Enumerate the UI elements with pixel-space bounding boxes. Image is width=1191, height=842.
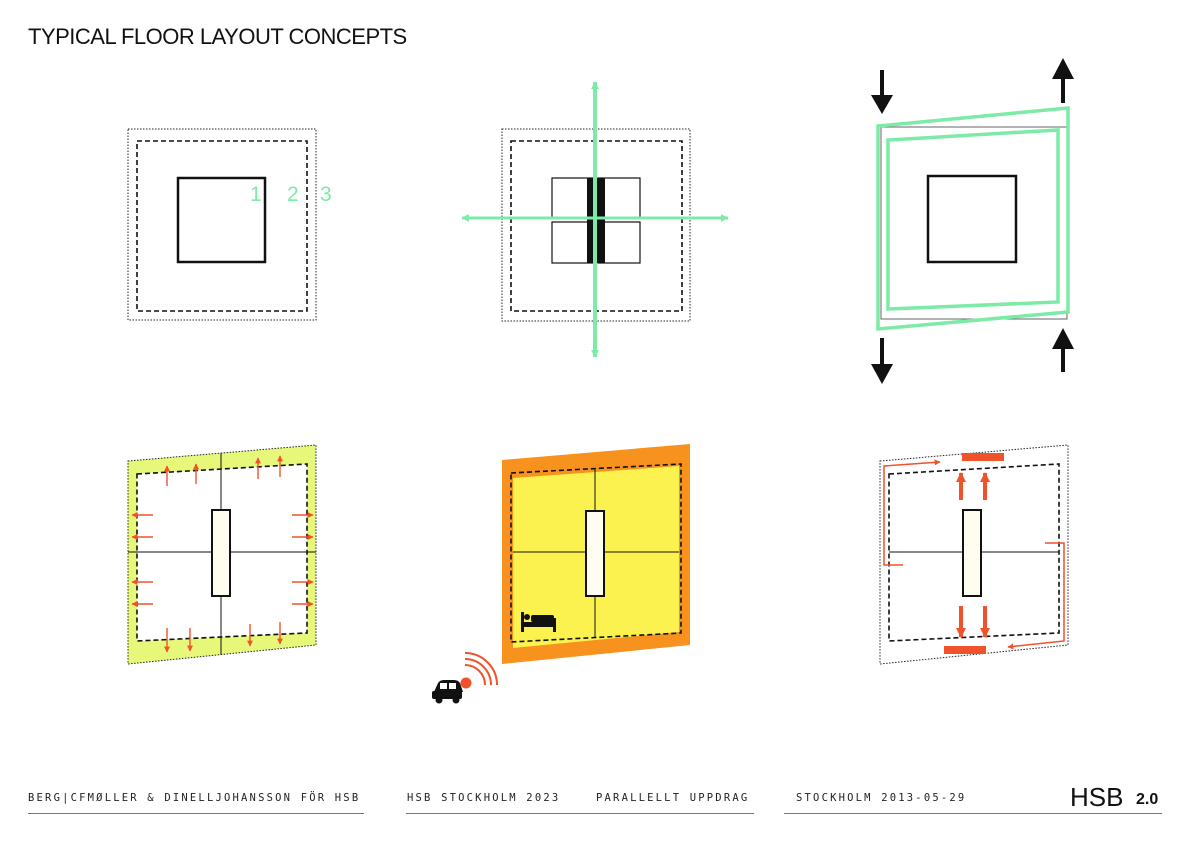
noise-source-dot xyxy=(460,677,472,689)
footer-authors: BERG|CFMØLLER & DINELLJOHANSSON FÖR HSB xyxy=(28,792,361,804)
depth-label-3: 3 xyxy=(320,183,332,206)
footer-divider xyxy=(28,813,364,814)
footer-assignment: PARALLELLT UPPDRAG xyxy=(596,792,750,804)
up-arrow-icon xyxy=(1052,58,1074,103)
reference-frame xyxy=(880,126,1068,320)
entrance-bar xyxy=(944,646,986,654)
up-arrow-icon xyxy=(1052,328,1074,372)
outer-boundary xyxy=(879,444,1069,665)
entrance-bar xyxy=(962,453,1004,461)
shifted-slab-inner xyxy=(886,128,1060,311)
depth-label-2: 2 xyxy=(287,183,299,206)
shifted-slab-outer xyxy=(876,106,1070,331)
signal-waves-icon xyxy=(464,652,498,686)
core-arrows xyxy=(956,472,990,638)
depth-label-1: 1 xyxy=(250,183,262,206)
panel-daylight-concept xyxy=(127,444,317,665)
down-arrow-icon xyxy=(871,70,893,114)
inner-floor xyxy=(888,463,1060,642)
core-slot xyxy=(962,509,982,597)
footer-divider xyxy=(784,813,1162,814)
core-square xyxy=(926,174,1018,264)
down-arrow-icon xyxy=(871,338,893,384)
footer-place-date: STOCKHOLM 2013-05-29 xyxy=(796,792,967,804)
flow-path xyxy=(883,459,1065,650)
footer-project: HSB STOCKHOLM 2023 xyxy=(407,792,561,804)
core-slot xyxy=(211,509,231,597)
core-slot xyxy=(585,510,605,597)
sheet-number: 2.0 xyxy=(1136,791,1159,808)
facade-line xyxy=(136,140,308,312)
footer-divider xyxy=(406,813,754,814)
panel-noise-concept xyxy=(432,444,690,704)
page-title: TYPICAL FLOOR LAYOUT CONCEPTS xyxy=(28,24,407,49)
inner-floor xyxy=(510,463,682,643)
core-square xyxy=(176,176,267,264)
car-icon xyxy=(432,680,463,704)
bed-icon xyxy=(521,612,556,632)
panel-depth-concept: 1 2 3 xyxy=(127,128,332,321)
brand-logo-text: HSB xyxy=(1070,782,1124,812)
panel-axis-concept xyxy=(461,81,729,358)
outward-arrows xyxy=(131,455,314,653)
panel-circulation-concept xyxy=(879,444,1069,665)
panel-shift-concept xyxy=(871,58,1074,384)
outer-boundary xyxy=(127,128,317,321)
